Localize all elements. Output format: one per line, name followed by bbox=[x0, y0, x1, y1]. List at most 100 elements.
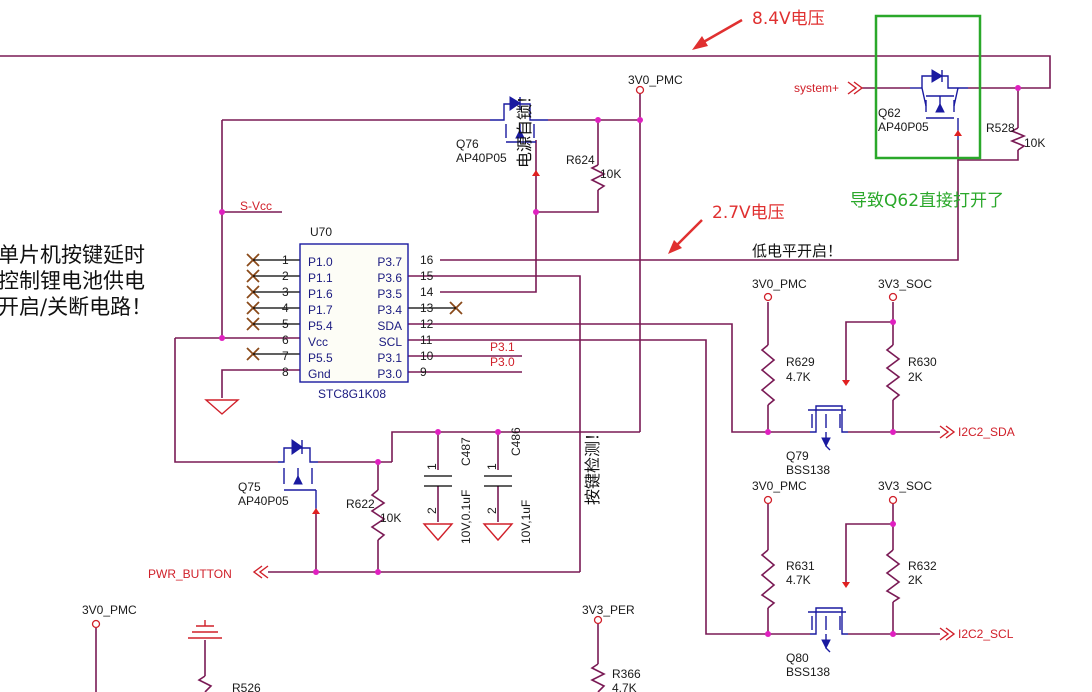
power-ports bbox=[91, 85, 898, 629]
resistor-r528 bbox=[1009, 127, 1027, 151]
wire-q75-3v0 bbox=[391, 431, 640, 462]
q80-value: BSS138 bbox=[786, 665, 830, 679]
resistors bbox=[197, 127, 1027, 692]
r528-ref: R528 bbox=[986, 121, 1015, 135]
junction-dot bbox=[533, 209, 539, 215]
note-q62-open: 导致Q62直接打开了 bbox=[850, 191, 1004, 211]
net-3v3-per: 3V3_PER bbox=[582, 603, 635, 617]
junction-dot bbox=[595, 117, 601, 123]
wire-q76-gate-p35 bbox=[440, 140, 537, 293]
wire-8v4-rail bbox=[0, 55, 1051, 89]
arrow-2v7-icon bbox=[673, 219, 703, 249]
capacitors bbox=[424, 475, 512, 487]
note-2v7: 2.7V电压 bbox=[712, 203, 785, 223]
r632-value: 2K bbox=[908, 573, 923, 587]
resistor-r629 bbox=[760, 344, 776, 406]
ic-pin-name: P5.5 bbox=[308, 351, 333, 365]
q75-value: AP40P05 bbox=[238, 494, 289, 508]
port-3v3-soc-r632 bbox=[888, 495, 898, 505]
note-low-level-on: 低电平开启！ bbox=[752, 242, 842, 260]
net-3v0-pmc-r631: 3V0_PMC bbox=[752, 479, 807, 493]
q79-value: BSS138 bbox=[786, 463, 830, 477]
c486-pin2: 2 bbox=[485, 507, 499, 514]
ground-icon bbox=[422, 523, 454, 542]
junction-dot bbox=[375, 459, 381, 465]
junction-dot bbox=[495, 429, 501, 435]
ic-pin-name: Gnd bbox=[308, 367, 331, 381]
ic-pin-name: P5.4 bbox=[308, 319, 333, 333]
ic-pin-number: 14 bbox=[420, 285, 434, 299]
r366-ref: R366 bbox=[612, 667, 641, 681]
ic-pin-name: SDA bbox=[377, 319, 402, 333]
q76-value: AP40P05 bbox=[456, 151, 507, 165]
c487-pin2: 2 bbox=[425, 507, 439, 514]
i2c2-sda-port-icon bbox=[945, 425, 956, 439]
mosfet-q80-symbol bbox=[808, 582, 850, 653]
ic-part: STC8G1K08 bbox=[318, 387, 386, 401]
resistor-r526 bbox=[197, 675, 213, 692]
wire-gnd-pin bbox=[221, 369, 300, 398]
ic-pin-name: P3.0 bbox=[377, 367, 402, 381]
wire-sda bbox=[408, 323, 768, 433]
r622-value: 10K bbox=[380, 511, 401, 525]
chassis-ground-icon bbox=[188, 620, 222, 639]
ic-ref: U70 bbox=[310, 225, 332, 239]
port-3v3-per bbox=[593, 615, 603, 625]
junction-dot bbox=[765, 429, 771, 435]
ground-icon bbox=[482, 523, 514, 542]
net-p31: P3.1 bbox=[490, 340, 515, 354]
wire-r624-bot bbox=[536, 190, 599, 213]
junction-dot bbox=[219, 335, 225, 341]
net-pwr-button: PWR_BUTTON bbox=[148, 567, 232, 581]
mosfet-q76-symbol bbox=[490, 96, 548, 176]
ic-pin-number: 5 bbox=[282, 317, 289, 331]
junction-dot bbox=[765, 631, 771, 637]
c486-ref: C486 bbox=[509, 427, 523, 456]
r528-value: 10K bbox=[1024, 136, 1045, 150]
port-3v3-soc-r630 bbox=[888, 292, 898, 302]
labels: 8.4V电压 2.7V电压 导致Q62直接打开了 单片机按键延时 控制锂电池供电… bbox=[0, 9, 1045, 692]
note-power-latch: 电源自锁！ bbox=[515, 88, 534, 168]
wires bbox=[0, 55, 1051, 692]
resistor-r624 bbox=[590, 164, 606, 191]
net-3v0-pmc-bottom: 3V0_PMC bbox=[82, 603, 137, 617]
net-system-plus: system+ bbox=[794, 81, 839, 95]
junction-dot bbox=[375, 569, 381, 575]
ic-pin-number: 4 bbox=[282, 301, 289, 315]
junction-dot bbox=[890, 319, 896, 325]
net-3v3-soc-r632: 3V3_SOC bbox=[878, 479, 932, 493]
c486-value: 10V,1uF bbox=[519, 500, 533, 544]
junctions bbox=[219, 85, 1021, 637]
ic-pin-name: P1.0 bbox=[308, 255, 333, 269]
ic-pin-number: 10 bbox=[420, 349, 434, 363]
i2c2-sda-port-icon bbox=[939, 425, 950, 439]
port-3v0-pmc-r631 bbox=[763, 495, 773, 505]
ic-pin-name: P3.5 bbox=[377, 287, 402, 301]
junction-dot bbox=[1015, 85, 1021, 91]
ground-icon bbox=[204, 399, 240, 415]
junction-dot bbox=[313, 569, 319, 575]
ic-pin-number: 9 bbox=[420, 365, 427, 379]
desc-line-1: 单片机按键延时 bbox=[0, 243, 145, 267]
q62-value: AP40P05 bbox=[878, 120, 929, 134]
port-arrows bbox=[252, 81, 956, 641]
c487-ref: C487 bbox=[459, 437, 473, 466]
arrow-8v4-head-icon bbox=[692, 36, 708, 50]
ic-pin-name: SCL bbox=[379, 335, 403, 349]
wire-r528-gate bbox=[957, 140, 1019, 161]
q80-ref: Q80 bbox=[786, 651, 809, 665]
r630-value: 2K bbox=[908, 370, 923, 384]
wire-p36-key bbox=[408, 275, 581, 572]
pwr-button-port-icon bbox=[252, 565, 263, 579]
system-plus-port-icon bbox=[853, 81, 864, 95]
resistor-r622 bbox=[370, 489, 386, 541]
r624-ref: R624 bbox=[566, 153, 595, 167]
junction-dot bbox=[637, 117, 643, 123]
resistor-r632 bbox=[885, 549, 901, 603]
ic-pin-name: Vcc bbox=[308, 335, 328, 349]
r631-value: 4.7K bbox=[786, 573, 811, 587]
c487-pin1: 1 bbox=[425, 463, 439, 470]
wire-q80-gate bbox=[845, 523, 893, 582]
